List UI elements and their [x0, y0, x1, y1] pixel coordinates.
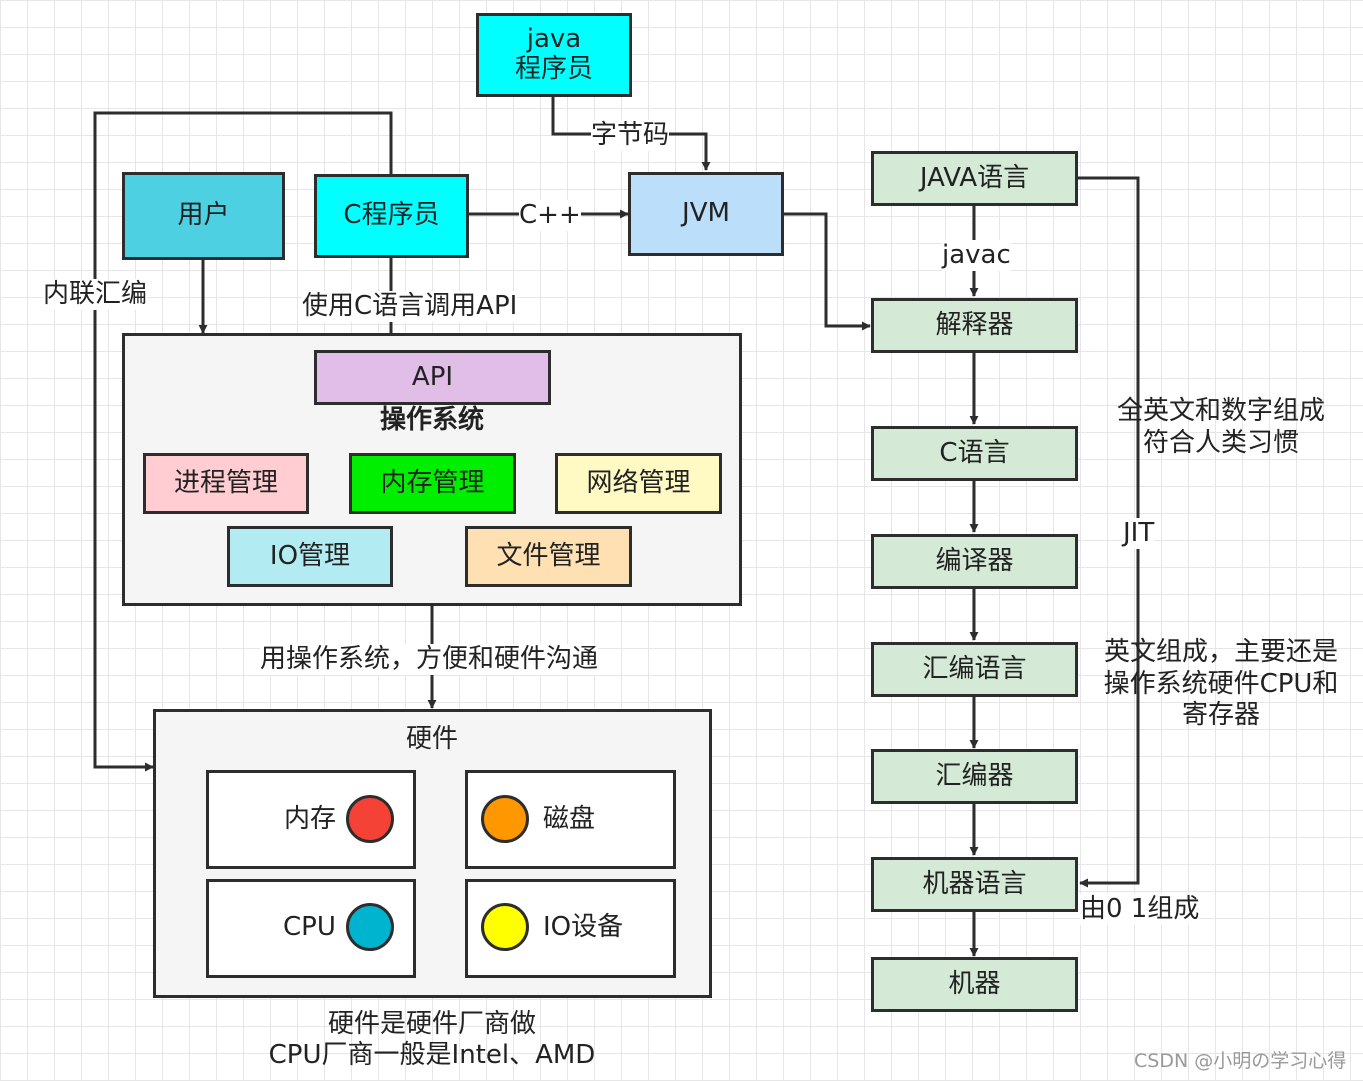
c-lang-box: C语言 — [871, 426, 1078, 481]
cpu-label: CPU — [283, 912, 336, 942]
memory-mgmt-box: 内存管理 — [349, 453, 516, 514]
memory-box — [206, 770, 416, 869]
cpu-dot — [346, 903, 394, 951]
hardware-title: 硬件 — [405, 724, 458, 754]
io-mgmt-box: IO管理 — [227, 526, 393, 587]
io-device-label: IO设备 — [543, 912, 624, 942]
assembler-box: 汇编器 — [871, 749, 1078, 804]
english-digits-note: 全英文和数字组成 符合人类习惯 — [1116, 396, 1325, 458]
machine-lang-box: 机器语言 — [871, 857, 1078, 912]
watermark: CSDN @小明の学习心得 — [1134, 1050, 1347, 1072]
user-box: 用户 — [122, 172, 285, 260]
bytecode-label: 字节码 — [591, 120, 670, 152]
asm-lang-box: 汇编语言 — [871, 642, 1078, 697]
jvm-box: JVM — [628, 172, 784, 256]
os-hw-label: 用操作系统，方便和硬件沟通 — [260, 644, 599, 676]
memory-dot — [346, 795, 394, 843]
javac-label: javac — [942, 240, 1011, 272]
api-box: API — [314, 350, 551, 405]
cpp-label: C++ — [519, 200, 581, 232]
use-c-api-label: 使用C语言调用API — [302, 291, 518, 323]
edge-inline-asm — [93, 111, 393, 772]
os-title: 操作系统 — [379, 405, 484, 435]
java-programmer-box: java 程序员 — [476, 13, 632, 97]
inline-asm-label: 内联汇编 — [43, 279, 148, 311]
machine-box: 机器 — [871, 957, 1078, 1012]
disk-dot — [481, 795, 529, 843]
edge-jvm-interpreter — [783, 212, 871, 331]
java-lang-box: JAVA语言 — [871, 151, 1078, 206]
process-mgmt-box: 进程管理 — [143, 453, 309, 514]
memory-label: 内存 — [284, 804, 337, 834]
interpreter-box: 解释器 — [871, 298, 1078, 353]
c-programmer-box: C程序员 — [314, 174, 469, 258]
english-os-note: 英文组成，主要还是 操作系统硬件CPU和 寄存器 — [1103, 637, 1339, 731]
io-dot — [481, 903, 529, 951]
compiler-box: 编译器 — [871, 534, 1078, 589]
disk-label: 磁盘 — [543, 804, 596, 834]
hardware-vendor-note: 硬件是硬件厂商做 CPU厂商一般是Intel、AMD — [268, 1009, 596, 1071]
binary-note: 由0 1组成 — [1080, 894, 1200, 926]
jit-label: JIT — [1123, 518, 1155, 550]
network-mgmt-box: 网络管理 — [555, 453, 722, 514]
file-mgmt-box: 文件管理 — [465, 526, 632, 587]
